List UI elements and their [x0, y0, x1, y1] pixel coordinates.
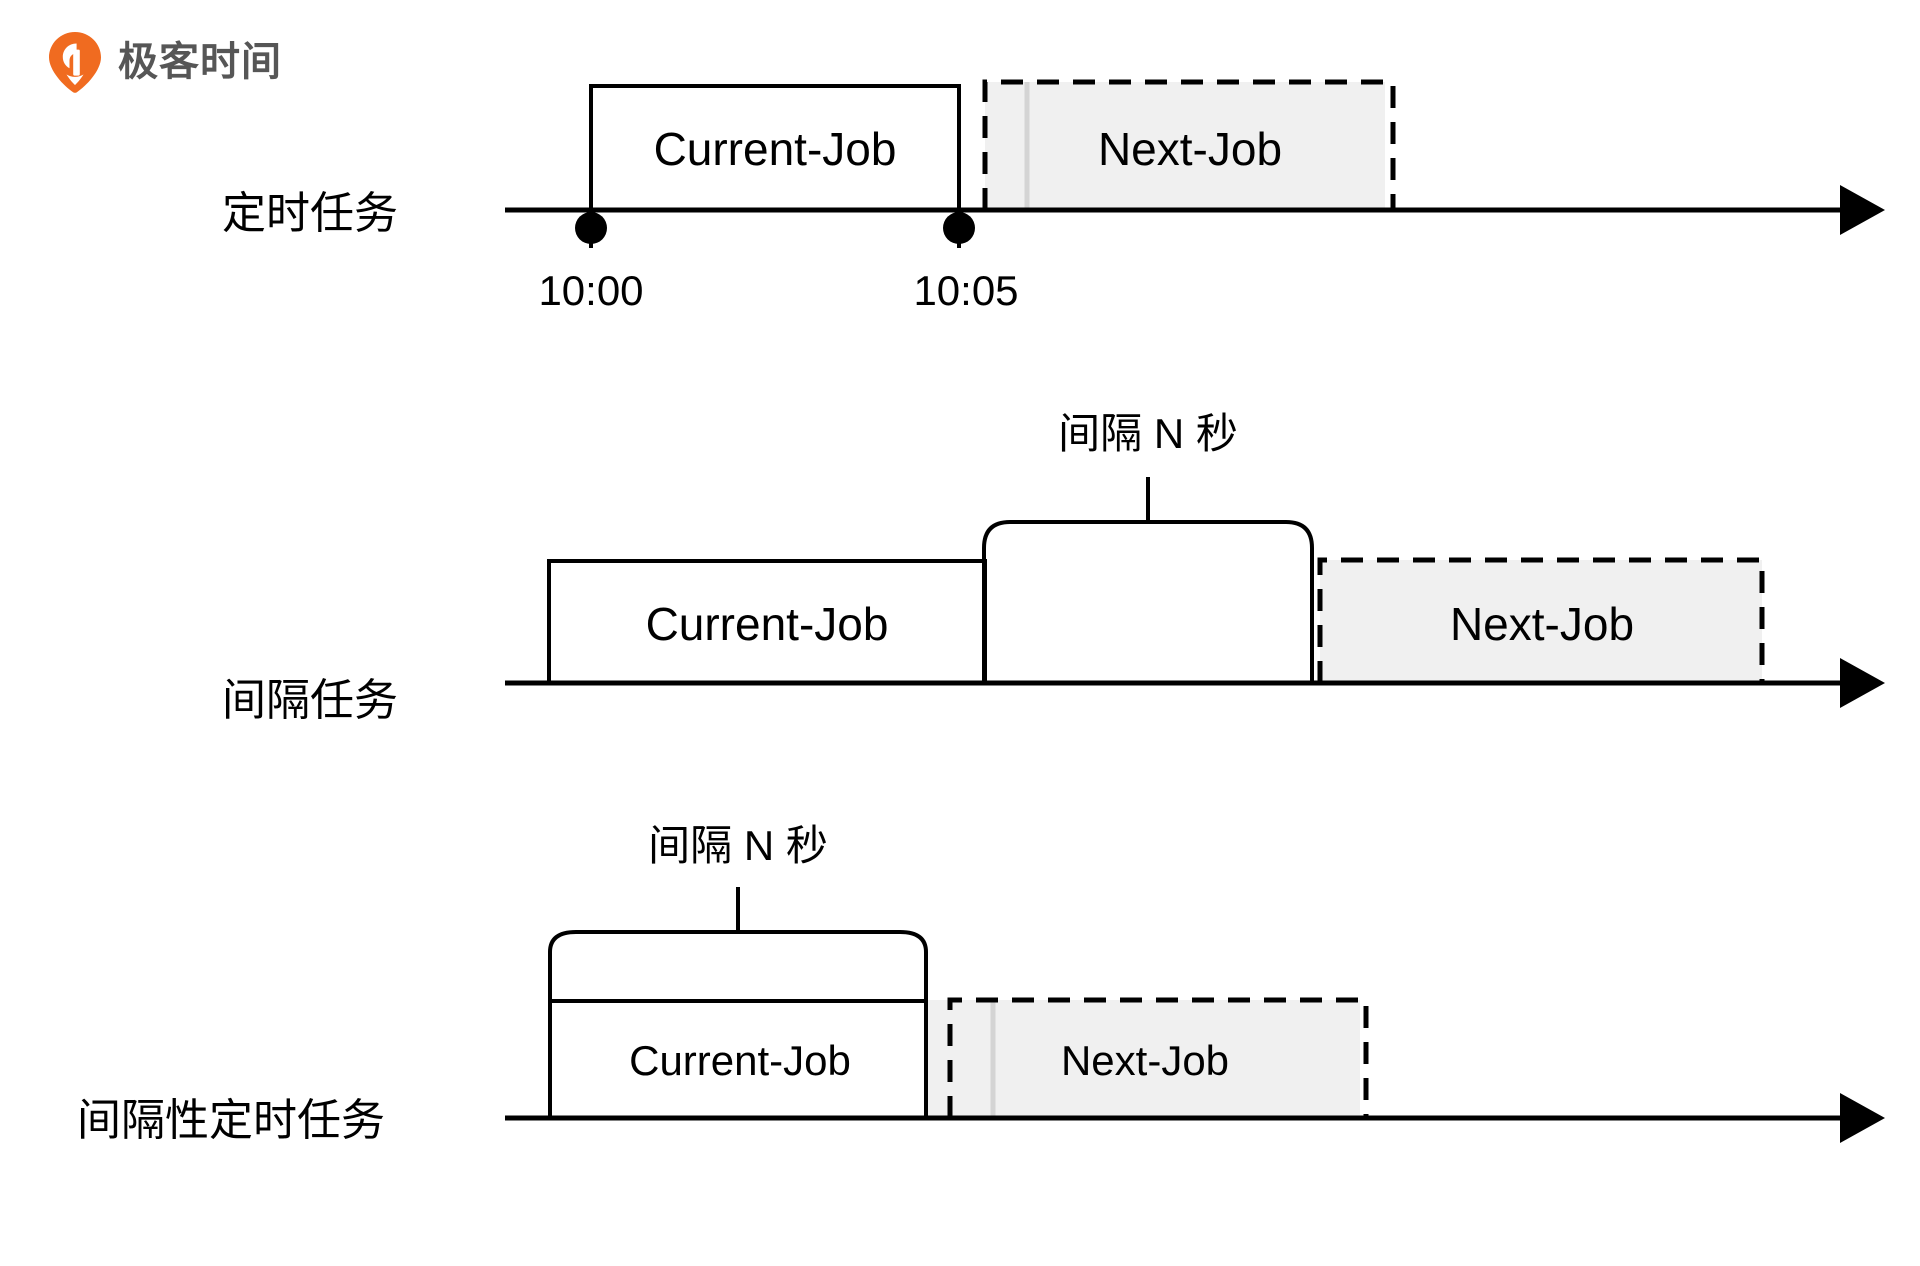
brand-name: 极客时间 — [118, 40, 282, 84]
time-marker-1000 — [575, 210, 607, 248]
next-job-label-2: Next-Job — [1450, 598, 1634, 650]
row-interval-scheduled-task: 间隔性定时任务 间隔 N 秒 Current-Job Next-Job — [77, 822, 1885, 1145]
next-job-box-1 — [982, 79, 1396, 210]
next-job-fill-1 — [985, 82, 1385, 210]
row-scheduled-task: 定时任务 Current-Job Next-Job 10:00 10: — [222, 79, 1885, 314]
row-label-interval-task: 间隔任务 — [222, 676, 398, 725]
next-job-label-3: Next-Job — [1061, 1037, 1229, 1084]
current-job-box-1 — [589, 84, 961, 210]
current-job-label-3: Current-Job — [629, 1037, 851, 1084]
interval-bracket-3 — [548, 930, 928, 1000]
next-job-box-2 — [1317, 557, 1765, 683]
next-job-box-3 — [947, 997, 1369, 1118]
current-job-label-2: Current-Job — [646, 598, 889, 650]
interval-bracket-2 — [982, 520, 1314, 683]
row-label-scheduled-task: 定时任务 — [222, 189, 398, 238]
brand-logo: 极客时间 — [46, 30, 282, 94]
time-label-1005: 10:05 — [913, 267, 1018, 314]
current-job-label-1: Current-Job — [654, 123, 897, 175]
interval-label-2: 间隔 N 秒 — [1058, 410, 1238, 457]
row-interval-task: 间隔任务 间隔 N 秒 Current-Job Next-Job — [222, 410, 1885, 725]
row-label-interval-scheduled-task: 间隔性定时任务 — [77, 1096, 385, 1145]
next-job-fill-3 — [925, 1000, 1360, 1118]
time-marker-1005 — [943, 210, 975, 248]
time-label-1000: 10:00 — [538, 267, 643, 314]
interval-label-3: 间隔 N 秒 — [648, 822, 828, 869]
current-job-box-3 — [548, 999, 928, 1118]
next-job-fill-2 — [1320, 560, 1762, 683]
next-job-label-1: Next-Job — [1098, 123, 1282, 175]
geektime-pin-logo-icon — [46, 30, 104, 94]
